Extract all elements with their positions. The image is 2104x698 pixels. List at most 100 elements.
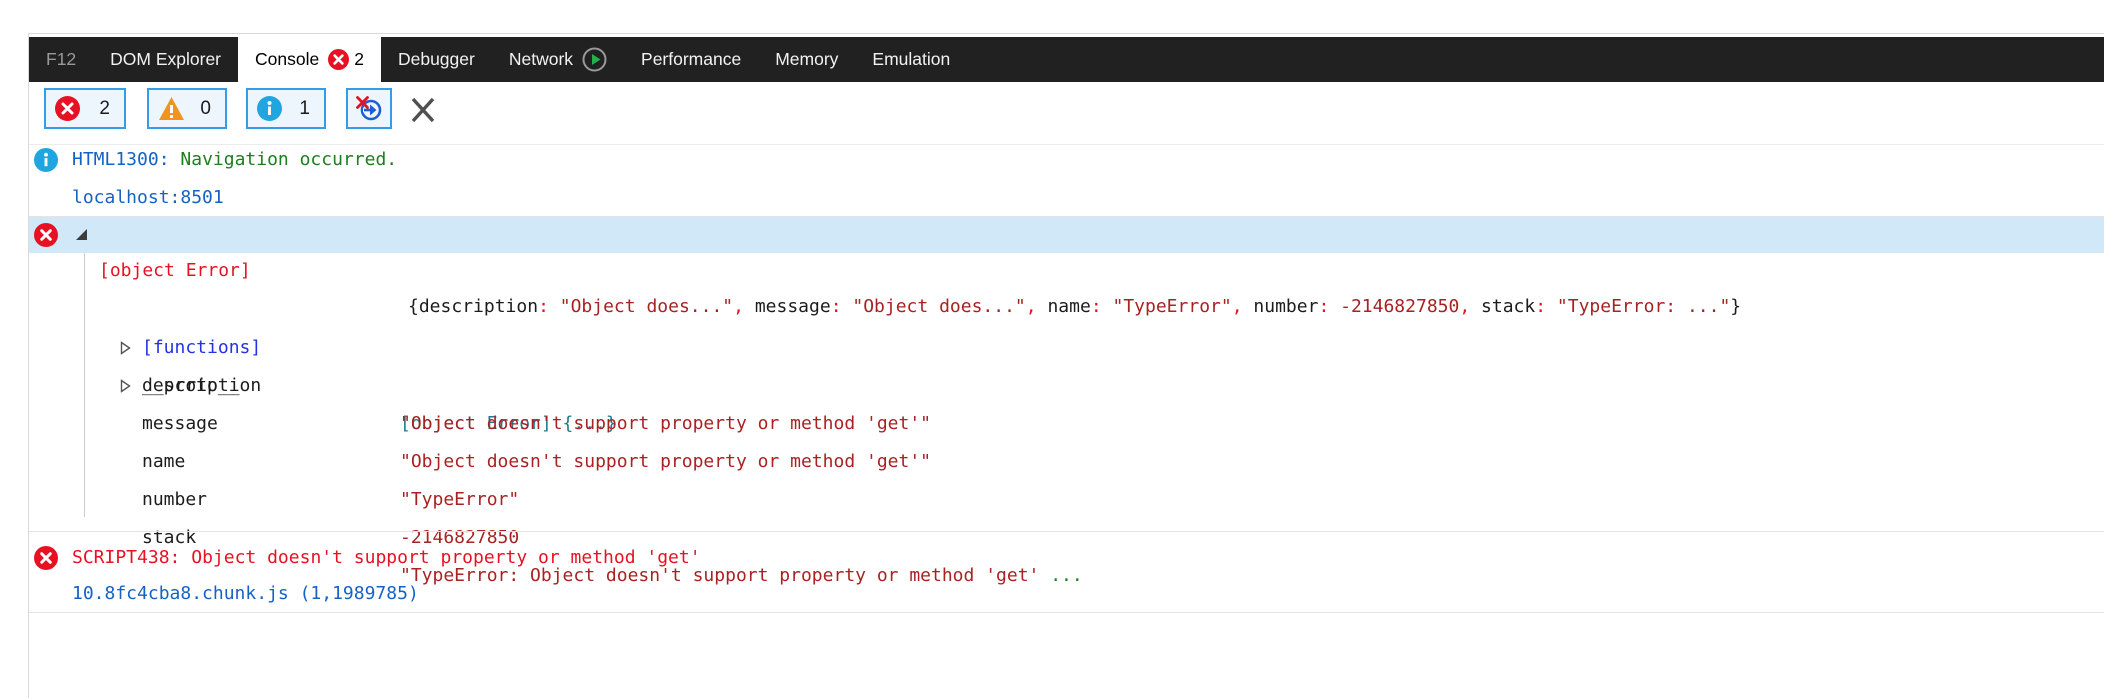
script-error-colon: :: [169, 547, 192, 568]
preview-comma: ,: [733, 296, 755, 317]
property-row-description[interactable]: description "Object doesn't support prop…: [29, 329, 2104, 434]
script-error-source-link[interactable]: 10.8fc4cba8.chunk.js (1,1989785): [72, 583, 419, 604]
network-play-icon: [582, 47, 607, 72]
tab-console[interactable]: Console 2: [238, 37, 381, 82]
error-object-label: [object Error]: [99, 260, 251, 281]
script-error-line: SCRIPT438: Object doesn't support proper…: [72, 544, 701, 572]
script-error-code: SCRIPT438: [72, 547, 170, 568]
property-row-proto[interactable]: __proto__ [object Error] {...}: [29, 291, 2104, 434]
property-name: number: [142, 489, 208, 510]
info-filter-button[interactable]: 1: [246, 88, 326, 129]
property-name: name: [142, 451, 186, 472]
property-value: "TypeError: Object doesn't support prope…: [400, 557, 1083, 595]
tab-emulation-label: Emulation: [872, 49, 951, 69]
toolbar-separator: [29, 144, 2104, 145]
stack-value-ellipsis: ...: [1050, 565, 1083, 586]
preview-colon: :: [1090, 296, 1113, 317]
preview-comma: ,: [1459, 296, 1482, 317]
property-value: "Object doesn't support property or meth…: [400, 413, 932, 434]
console-error-badge-count: 2: [354, 49, 364, 69]
property-value: -2146827850: [400, 527, 520, 548]
error-object-preview: {description: "Object does...", message:…: [408, 289, 1741, 325]
clear-console-x-icon: [407, 94, 439, 126]
tab-memory-label: Memory: [775, 49, 839, 69]
error-filter-count: 2: [99, 97, 110, 119]
error-filter-button[interactable]: 2: [44, 88, 126, 129]
expand-collapsed-triangle-icon[interactable]: [120, 265, 185, 431]
preview-value: "TypeError": [1112, 296, 1232, 317]
error-message-icon: [34, 546, 58, 570]
info-message-colon: :: [158, 149, 181, 170]
clear-console-button[interactable]: [406, 93, 440, 127]
preview-value: -2146827850: [1340, 296, 1460, 317]
property-row-stack[interactable]: stack "TypeError: Object doesn't support…: [29, 481, 2104, 586]
tab-debugger[interactable]: Debugger: [381, 37, 492, 82]
warning-icon: [158, 96, 185, 121]
clear-on-navigate-icon: [355, 95, 383, 123]
tab-debugger-label: Debugger: [397, 49, 475, 69]
preview-colon: :: [830, 296, 853, 317]
collapse-expanded-triangle-icon[interactable]: [76, 229, 87, 240]
stack-value-text: "TypeError: Object doesn't support prope…: [400, 565, 1051, 586]
warning-filter-button[interactable]: 0: [147, 88, 227, 129]
tab-performance-label: Performance: [641, 49, 742, 69]
info-icon: [257, 96, 282, 121]
error-message-icon: [34, 223, 58, 247]
preview-key: stack: [1481, 296, 1536, 317]
preview-value: "TypeError: ...": [1556, 296, 1731, 317]
error-object-row[interactable]: [object Error] {description: "Object doe…: [29, 217, 2104, 317]
tab-emulation[interactable]: Emulation: [855, 37, 967, 82]
property-value: "TypeError": [400, 489, 520, 510]
property-name: stack: [142, 527, 197, 548]
property-value: "Object doesn't support property or meth…: [400, 451, 932, 472]
property-name: [functions]: [142, 337, 262, 358]
preview-comma: ,: [1231, 296, 1254, 317]
script-error-source: 10.8fc4cba8.chunk.js (1,1989785): [72, 580, 419, 608]
tab-network[interactable]: Network: [492, 37, 624, 82]
tab-f12-label: F12: [46, 49, 77, 69]
property-name: message: [142, 413, 218, 434]
preview-key: name: [1047, 296, 1091, 317]
row-separator: [29, 216, 2104, 217]
expand-collapsed-triangle-icon[interactable]: [120, 303, 185, 469]
tree-guide-line: [84, 253, 85, 517]
clear-on-navigate-toggle[interactable]: [346, 88, 392, 129]
tab-network-label: Network: [508, 49, 574, 69]
console-error-badge: 2: [328, 49, 364, 70]
info-message-icon: [34, 148, 58, 172]
property-row-message[interactable]: message "Object doesn't support property…: [29, 367, 2104, 472]
preview-value: "Object does...": [559, 296, 734, 317]
error-circle-icon: [328, 49, 350, 70]
preview-open-brace: {: [408, 296, 419, 317]
property-row-functions[interactable]: [functions]: [29, 253, 2104, 358]
info-message-line: HTML1300: Navigation occurred.: [72, 146, 397, 174]
property-row-number[interactable]: number -2146827850: [29, 443, 2104, 548]
property-name: description: [142, 375, 262, 396]
preview-value: "Object does...": [852, 296, 1026, 317]
property-row-name[interactable]: name "TypeError": [29, 405, 2104, 510]
property-value: [object Error] {...}: [400, 413, 617, 434]
script-error-text: Object doesn't support property or metho…: [191, 547, 701, 568]
preview-key: message: [754, 296, 831, 317]
info-message-text: Navigation occurred.: [180, 149, 398, 170]
devtools-tab-bar: F12 DOM Explorer Console 2 Debugger Netw…: [29, 37, 2104, 82]
row-separator: [29, 531, 2104, 532]
panel-top-border: [28, 33, 2104, 34]
preview-close-brace: }: [1730, 296, 1742, 317]
tab-dom-explorer[interactable]: DOM Explorer: [93, 37, 238, 82]
row-separator: [29, 612, 2104, 613]
preview-colon: :: [1318, 296, 1341, 317]
panel-left-border: [28, 33, 29, 698]
tab-console-label: Console: [255, 49, 320, 69]
preview-comma: ,: [1025, 296, 1048, 317]
tab-f12[interactable]: F12: [29, 37, 93, 82]
tab-performance[interactable]: Performance: [624, 37, 758, 82]
preview-key: description: [418, 296, 539, 317]
info-filter-count: 1: [299, 97, 310, 119]
warning-filter-count: 0: [200, 97, 211, 119]
info-message-source-link[interactable]: localhost:8501: [72, 187, 224, 208]
error-icon: [55, 96, 80, 121]
tab-memory[interactable]: Memory: [758, 37, 855, 82]
info-message-source: localhost:8501: [72, 184, 224, 212]
